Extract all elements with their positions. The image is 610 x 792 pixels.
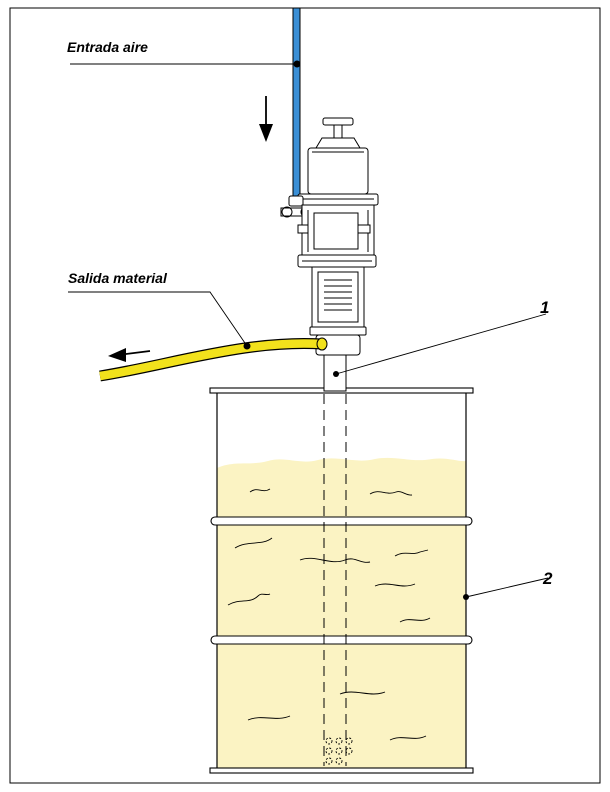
pump-handle — [322, 117, 354, 126]
air-line — [292, 7, 301, 201]
fluid-texture — [227, 488, 431, 741]
air-hose — [292, 7, 301, 201]
arrow-left-icon — [108, 348, 151, 362]
drum-bottom-rim — [209, 767, 474, 774]
drum-fluid — [217, 457, 466, 768]
intake-holes — [325, 737, 353, 765]
diagram-frame — [9, 7, 601, 784]
arrow-down-icon — [259, 96, 273, 142]
suction-tube-hidden — [323, 394, 347, 766]
pump — [280, 117, 379, 392]
air-motor-housing — [307, 147, 369, 195]
leader-dots — [243, 60, 469, 600]
callout-1: 1 — [540, 298, 549, 317]
pump-spring — [324, 279, 352, 311]
drum-rib-upper — [210, 516, 473, 526]
drum — [209, 387, 474, 774]
pump-lower-section — [311, 266, 365, 328]
label-material-outlet: Salida material — [68, 270, 168, 286]
leader-lines — [68, 63, 549, 598]
drum-rib-lower — [210, 635, 473, 645]
label-air-inlet: Entrada aire — [67, 39, 148, 55]
material-hose — [99, 337, 328, 382]
callout-2: 2 — [542, 569, 553, 588]
